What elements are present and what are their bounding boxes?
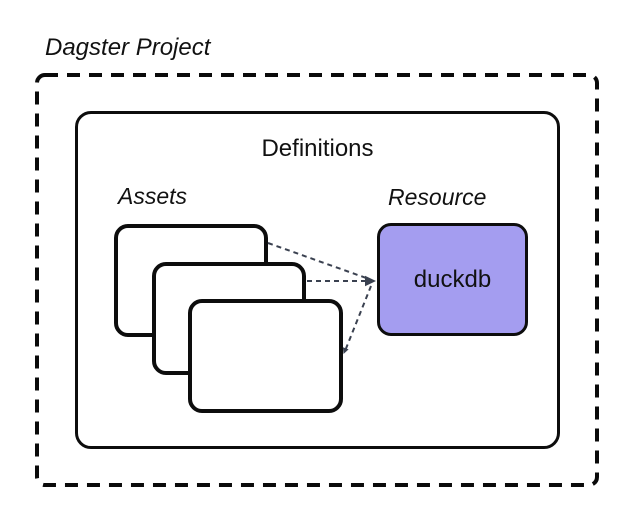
asset-card-3: [188, 299, 343, 413]
diagram-title: Dagster Project: [45, 34, 211, 61]
assets-label: Assets: [118, 183, 188, 209]
definitions-label: Definitions: [261, 135, 374, 162]
resource-box-label: duckdb: [413, 265, 492, 293]
resource-label: Resource: [388, 184, 487, 210]
resource-box-duckdb: duckdb: [377, 223, 528, 336]
